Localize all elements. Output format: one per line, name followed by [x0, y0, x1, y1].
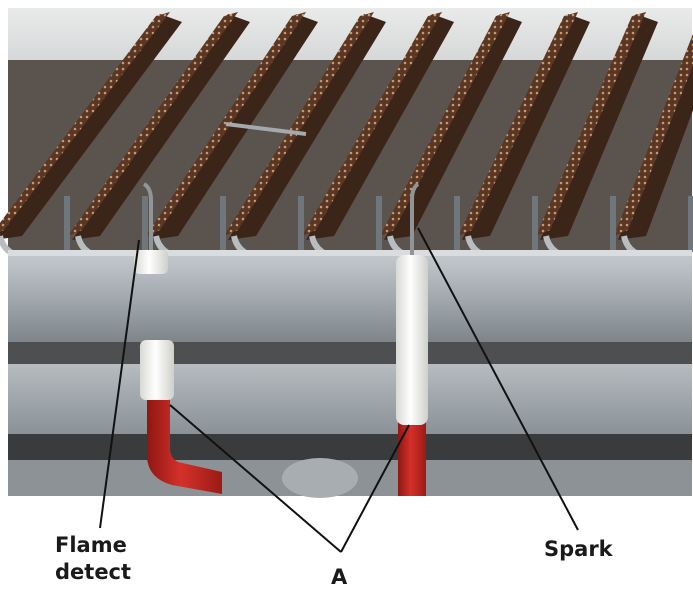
burner-blade-body — [0, 14, 182, 240]
flame-detect-lead — [147, 395, 222, 494]
a-leader-right — [340, 424, 410, 553]
burner-blade-ports — [0, 12, 170, 232]
flame-detect-label: Flame detect — [55, 532, 131, 586]
flame-detect-electrode — [134, 182, 222, 494]
burner-blade-post — [142, 196, 148, 252]
burner-blade-post — [688, 196, 693, 252]
burner-blade-post — [220, 196, 226, 252]
burner-blade-ports — [224, 12, 374, 236]
pipe-end — [282, 458, 358, 498]
spark-insulator — [396, 255, 428, 425]
leader-lines — [99, 227, 579, 553]
burner-blade-post — [376, 196, 382, 252]
flame-detect-leader — [99, 239, 140, 529]
burner-blade-ports — [614, 33, 693, 236]
flame-detect-label-line2: detect — [55, 560, 132, 584]
flame-detect-insulator — [134, 250, 168, 274]
burner-blade-ports — [536, 12, 646, 236]
lower-rail — [8, 364, 692, 434]
burner-blade-post — [454, 196, 460, 252]
burner-blade-post — [298, 196, 304, 252]
front-rail — [8, 250, 692, 342]
burner-blade-ports — [380, 12, 510, 236]
burner-blade-post — [532, 196, 538, 252]
burner-blade-ports — [68, 12, 238, 236]
burner-blade-ports — [302, 12, 442, 236]
spark-lead — [398, 420, 426, 496]
rail-gap — [8, 342, 692, 364]
sensor-pin — [225, 122, 307, 136]
front-rail-edge — [8, 250, 692, 256]
burner-blade-ports — [458, 12, 578, 236]
a-label: A — [331, 565, 348, 589]
burner-blade-body — [228, 14, 386, 240]
burner-blade-body — [72, 14, 250, 240]
spark-electrode — [396, 182, 428, 496]
spark-label: Spark — [544, 537, 613, 561]
burner-blade-body — [306, 14, 454, 240]
photo-region — [0, 8, 693, 498]
flame-detect-label-line1: Flame — [55, 533, 127, 557]
flame-detect-lower-insulator — [140, 340, 174, 400]
flame-detect-rod — [142, 182, 153, 250]
burner-blade-post — [610, 196, 616, 252]
spark-rod — [410, 182, 420, 255]
burner-blade-post — [64, 196, 70, 252]
a-leader-left — [169, 404, 342, 553]
spark-leader — [417, 227, 579, 531]
